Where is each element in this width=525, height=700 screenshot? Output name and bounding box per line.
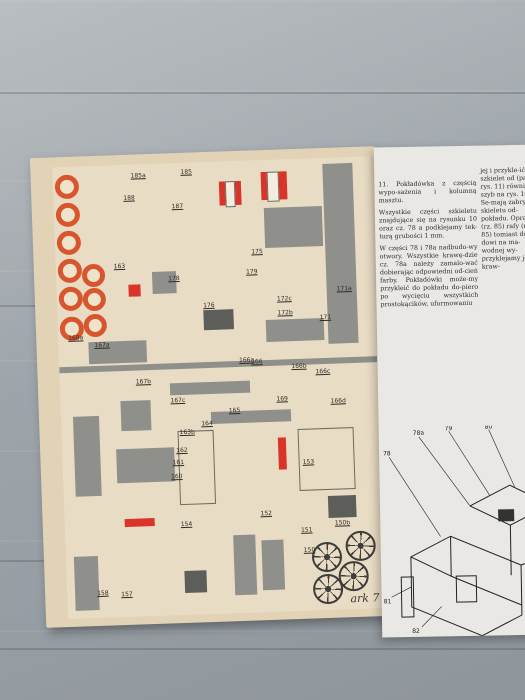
- floor-plank-seam: [0, 92, 525, 94]
- part-number-label: 176: [203, 301, 215, 310]
- diagram-superstructure: [469, 484, 525, 566]
- grey-tall-part: [261, 539, 286, 591]
- left-page-parts-sheet: ark 7 185a 185 187 188 163 176 178 179 175 171a 17…: [29, 146, 392, 628]
- callout-label: 79: [445, 425, 453, 432]
- part-number-label: 163: [113, 262, 126, 271]
- dark-part: [327, 494, 357, 518]
- part-number-label: 167c: [170, 396, 186, 405]
- ring-part: [83, 313, 108, 338]
- instruction-text-column-2: jej i przykle-ić szkielet od (patrz rys.…: [480, 166, 525, 271]
- part-number-label: 172c: [276, 295, 292, 303]
- grey-strip-part: [210, 409, 292, 424]
- grey-tall-part: [72, 415, 102, 497]
- part-number-label: 166d: [330, 397, 346, 405]
- part-number-label: 166b: [291, 362, 307, 371]
- grey-tall-part: [233, 534, 258, 596]
- diagram-edge: [469, 504, 525, 526]
- part-number-label: 172b: [277, 309, 293, 317]
- ring-part: [81, 263, 106, 288]
- callout-line: [488, 429, 515, 488]
- grey-part: [265, 318, 325, 343]
- grey-strip-part: [169, 380, 251, 396]
- floor-plank-seam: [0, 648, 525, 650]
- part-number-label: 163b: [179, 428, 195, 437]
- instruction-text-column: 11. Pokładówka z częścią wypo-sażenia i …: [378, 180, 478, 310]
- ring-part: [57, 258, 83, 284]
- right-page-instructions: 11. Pokładówka z częścią wypo-sażenia i …: [373, 144, 525, 638]
- part-number-label: 179: [245, 268, 258, 276]
- grey-part: [120, 400, 152, 432]
- part-number-label: 167b: [135, 378, 152, 386]
- callout-line: [421, 606, 442, 627]
- diagram-window: [455, 575, 478, 603]
- callout-label: 78: [383, 450, 391, 457]
- dark-part: [184, 570, 208, 594]
- wheel-part: [311, 541, 343, 573]
- red-part: [124, 518, 155, 528]
- grey-part: [73, 556, 100, 611]
- callout-label: 78a: [413, 430, 425, 437]
- part-number-label: 165: [228, 406, 241, 415]
- part-number-label: 151: [300, 526, 313, 534]
- part-number-label: 168a: [68, 334, 84, 342]
- callout-label: 81: [384, 598, 392, 605]
- ring-part: [58, 286, 84, 312]
- part-number-label: 187: [171, 202, 184, 211]
- ring-part: [82, 287, 107, 312]
- diagram-edge: [509, 525, 512, 576]
- instruction-paragraph: W części 78 i 78a nadbudo-wy otwory. Wsz…: [379, 243, 479, 309]
- part-number-label: 178: [168, 275, 180, 283]
- ring-part: [56, 230, 82, 256]
- wheel-part: [345, 530, 377, 562]
- part-number-label: 175: [251, 248, 263, 256]
- grey-part: [116, 447, 176, 484]
- diagram-hatched-block: [498, 509, 515, 522]
- part-number-label: 153: [302, 458, 315, 466]
- part-number-label: 160: [170, 473, 183, 481]
- part-number-label: 164: [201, 419, 213, 428]
- diagram-panel: [400, 576, 415, 618]
- part-number-label: 150b: [334, 519, 351, 527]
- part-number-label: 169: [276, 395, 289, 403]
- part-number-label: 161: [172, 458, 185, 467]
- part-number-label: 162: [176, 446, 188, 455]
- wheel-part: [312, 573, 344, 605]
- part-number-label: 185a: [130, 172, 146, 180]
- callout-line: [418, 436, 471, 507]
- part-number-label: 152: [260, 509, 273, 518]
- red-part: [128, 284, 141, 297]
- diagram-edge: [410, 556, 452, 577]
- callout-line: [448, 431, 491, 496]
- dark-part: [203, 309, 234, 331]
- part-number-label: 150: [303, 546, 316, 554]
- part-number-label: 185: [180, 168, 193, 176]
- part-number-label: 166c: [315, 367, 331, 376]
- part-number-label: 158: [97, 589, 109, 598]
- instruction-paragraph: 11. Pokładówka z częścią wypo-sażenia i …: [378, 179, 477, 205]
- callout-line: [391, 586, 412, 598]
- outlined-part: [177, 429, 217, 506]
- sheet-label: ark 7: [350, 591, 380, 606]
- part-number-label: 167a: [94, 341, 110, 350]
- white-stripe-part: [224, 181, 236, 208]
- part-number-label: 166a: [238, 356, 255, 364]
- white-stripe-part: [266, 171, 280, 202]
- assembly-diagram: 78 78a 79 80 81 82: [383, 425, 525, 637]
- callout-line: [388, 457, 441, 537]
- callout-label: 80: [485, 425, 493, 431]
- part-number-label: 154: [180, 520, 193, 529]
- parts-sheet-area: ark 7 185a 185 187 188 163 176 178 179 175 171a 17…: [52, 156, 386, 620]
- callout-label: 82: [412, 628, 420, 635]
- diagram-hull-outline: [410, 535, 523, 637]
- part-number-label: 171a: [336, 285, 352, 293]
- part-number-label: 188: [123, 194, 135, 202]
- grey-deck-panel: [263, 206, 324, 249]
- part-number-label: 157: [121, 590, 133, 599]
- ring-part: [54, 174, 80, 200]
- ring-part: [55, 202, 81, 228]
- instruction-paragraph: Wszystkie części szkieletu znajdujące si…: [378, 207, 478, 241]
- red-part: [277, 437, 287, 470]
- part-number-label: 171: [319, 313, 332, 322]
